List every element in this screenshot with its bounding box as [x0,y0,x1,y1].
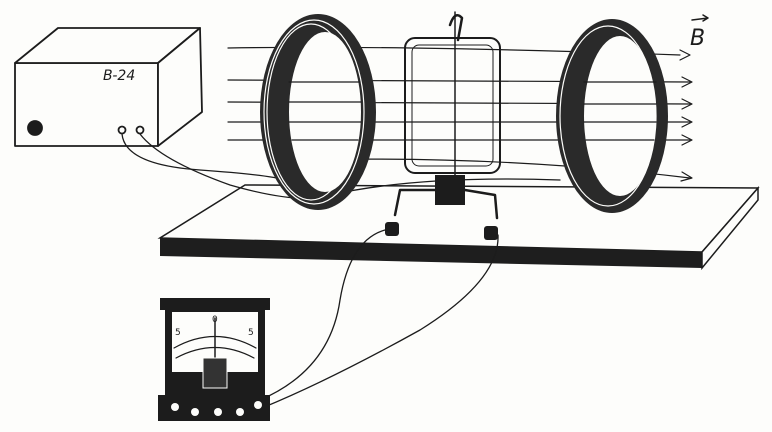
terminal-icon [171,403,179,411]
terminal-right [484,226,498,240]
field-line [288,81,362,141]
power-supply-label: B-24 [103,68,135,84]
wire [121,133,286,181]
box-side [157,27,203,147]
left-helmholtz-coil [260,14,376,210]
power-knob-icon [27,120,43,136]
meter-wires [259,229,499,409]
meter-mechanism [202,357,228,389]
terminal-left [385,222,399,236]
terminal-icon [214,408,222,416]
scale-label-center: 0 [212,315,218,325]
coil-opening [289,32,361,192]
stand-leads [393,188,499,220]
scale-label-right: 5 [248,328,254,338]
terminal-icon [191,408,199,416]
vector-arrow-icon [691,14,709,22]
scale-label-left: 5 [175,328,181,338]
suspension-hook [448,13,464,42]
coil-opening [584,36,656,196]
meter-terminals [171,401,262,416]
field-label: B [690,14,709,51]
frame-outer [404,37,501,174]
terminal-icon [254,401,262,409]
galvanometer [158,298,270,421]
power-supply-b24 [14,27,203,147]
coil-winding [263,19,365,205]
right-helmholtz-coil [556,19,668,213]
frame-stand [385,175,499,240]
wire [259,229,386,401]
frame-inner [411,44,494,167]
terminal-icon [236,408,244,416]
field-line [583,81,657,141]
b-vector-label: B [690,26,705,51]
meter-top [160,298,270,310]
arrowhead-icon [679,49,693,182]
current-frame [404,11,501,201]
table-edge [160,238,702,268]
wire [261,234,499,409]
table-side [701,186,759,271]
stand-base [435,175,465,205]
